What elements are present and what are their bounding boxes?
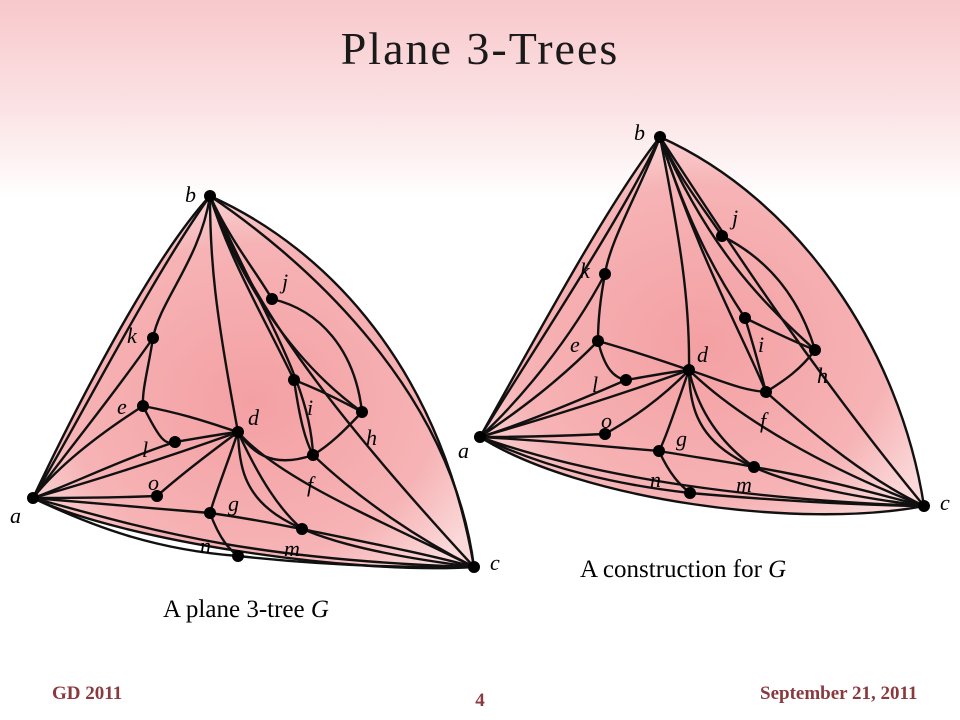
footer-page-number: 4	[475, 690, 485, 711]
left-vertex-f	[307, 449, 319, 461]
left-vertex-g	[204, 507, 216, 519]
right-vertex-h	[809, 344, 821, 356]
left-vertex-k	[147, 332, 159, 344]
right-vertex-k	[599, 268, 611, 280]
right-label-b: b	[634, 120, 645, 145]
left-caption: A plane 3-tree G	[163, 596, 329, 624]
left-label-l: l	[142, 437, 148, 462]
left-label-c: c	[490, 550, 500, 575]
right-label-o: o	[601, 408, 612, 433]
left-vertex-l	[169, 436, 181, 448]
left-vertex-b	[204, 190, 216, 202]
right-vertex-f	[760, 386, 772, 398]
left-vertex-a	[27, 492, 39, 504]
left-vertex-m	[296, 523, 308, 535]
right-label-l: l	[592, 372, 598, 397]
left-label-e: e	[117, 394, 127, 419]
right-caption-text: A construction for	[580, 556, 769, 583]
left-caption-text: A plane 3-tree	[163, 596, 311, 623]
right-label-k: k	[580, 258, 591, 283]
footer-left: GD 2011	[52, 683, 123, 704]
left-label-o: o	[148, 470, 159, 495]
right-vertex-o	[599, 428, 611, 440]
right-graph	[478, 135, 926, 516]
right-vertex-m	[748, 461, 760, 473]
left-label-g: g	[228, 491, 239, 516]
left-label-n: n	[200, 533, 211, 558]
right-label-c: c	[940, 490, 950, 515]
right-vertex-d	[683, 364, 695, 376]
left-graph	[31, 194, 476, 570]
right-caption: A construction for G	[580, 556, 786, 584]
left-label-m: m	[284, 536, 300, 561]
right-outer-face	[478, 135, 926, 516]
right-vertex-i	[739, 312, 751, 324]
right-label-a: a	[458, 438, 469, 463]
left-label-k: k	[127, 323, 138, 348]
footer-date: September 21, 2011	[760, 683, 918, 704]
right-vertex-n	[684, 487, 696, 499]
right-vertex-j	[716, 230, 728, 242]
right-vertex-g	[653, 445, 665, 457]
right-label-g: g	[676, 426, 687, 451]
left-vertices	[27, 190, 480, 573]
left-vertex-h	[356, 406, 368, 418]
left-label-h: h	[366, 425, 377, 450]
right-label-e: e	[570, 332, 580, 357]
left-label-i: i	[307, 395, 313, 420]
right-label-j: j	[729, 205, 738, 230]
left-label-a: a	[10, 503, 21, 528]
slide-title: Plane 3-Trees	[340, 23, 620, 74]
left-vertex-d	[232, 426, 244, 438]
right-label-m: m	[736, 472, 752, 497]
left-vertex-n	[232, 550, 244, 562]
right-vertex-c	[918, 500, 930, 512]
left-label-d: d	[248, 405, 260, 430]
left-vertex-j	[266, 293, 278, 305]
right-label-h: h	[817, 363, 828, 388]
right-caption-var: G	[768, 556, 787, 583]
left-labels: a b c d e f g h i j k l m n o	[10, 182, 500, 575]
right-labels: a b c d e f g h i j k l m n o	[458, 120, 950, 515]
right-vertices	[474, 131, 930, 512]
right-label-i: i	[758, 332, 764, 357]
left-vertex-c	[468, 561, 480, 573]
left-vertex-e	[137, 400, 149, 412]
left-label-b: b	[185, 182, 196, 207]
right-vertex-l	[620, 374, 632, 386]
right-label-d: d	[697, 342, 709, 367]
right-label-n: n	[650, 467, 661, 492]
left-vertex-i	[288, 374, 300, 386]
left-vertex-o	[151, 490, 163, 502]
right-vertex-b	[654, 131, 666, 143]
left-caption-var: G	[310, 596, 329, 623]
right-vertex-e	[592, 335, 604, 347]
left-label-f: f	[307, 472, 316, 497]
right-vertex-a	[474, 431, 486, 443]
right-label-f: f	[760, 408, 769, 433]
left-label-j: j	[279, 269, 288, 294]
